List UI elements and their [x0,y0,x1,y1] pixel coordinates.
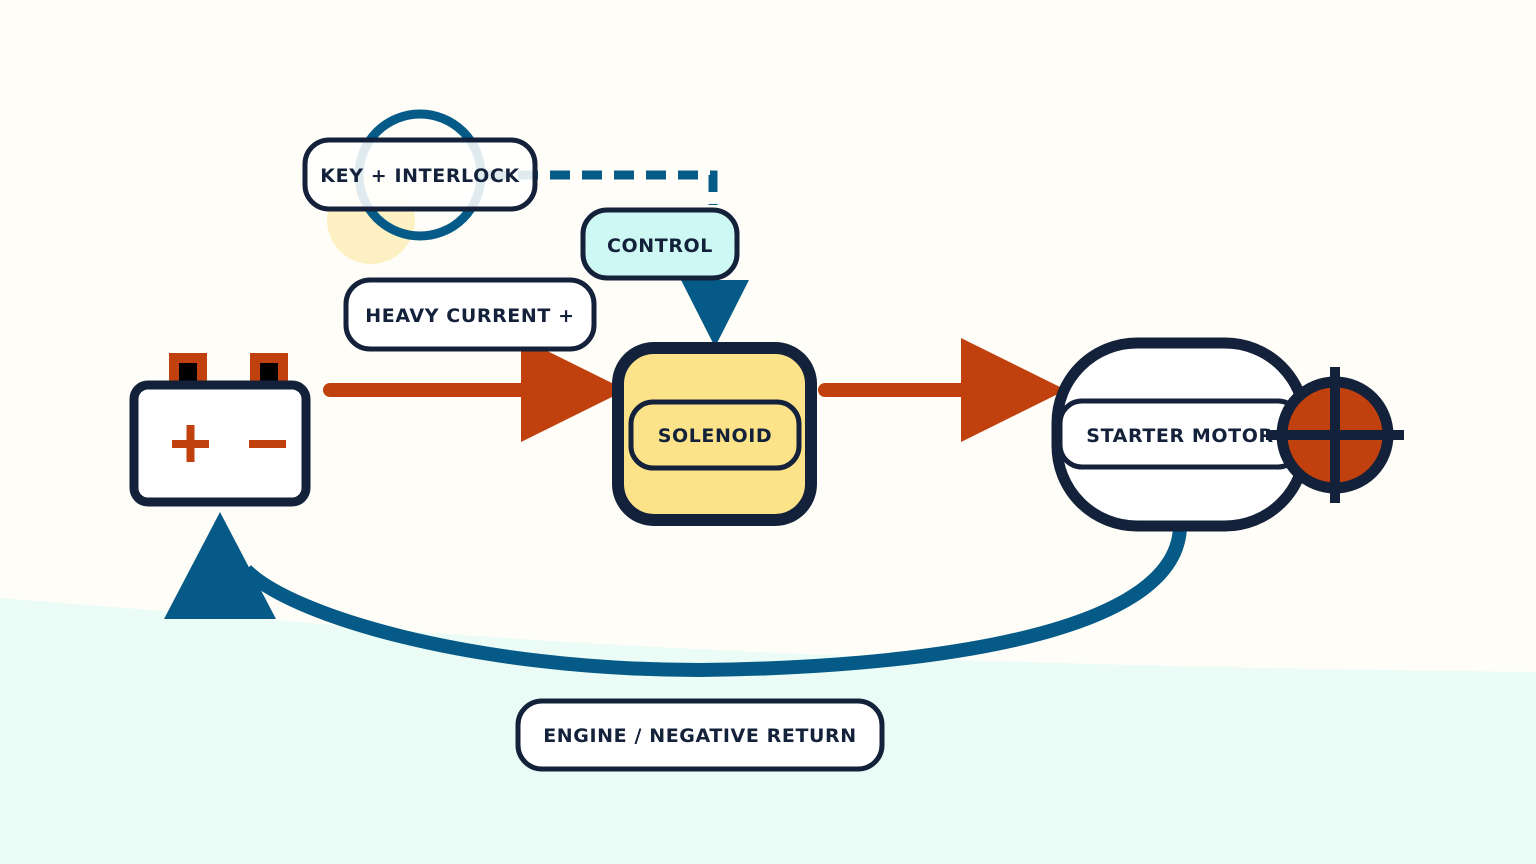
heavy-current-label-box [343,277,597,352]
key-interlock-label: KEY + INTERLOCK [320,165,520,187]
battery-to-solenoid-arrowhead [521,338,626,442]
control-label: CONTROL [607,235,713,257]
control-wire [486,170,718,205]
solenoid-label-box [628,399,802,471]
solenoid-to-starter-arrowhead [961,338,1066,442]
negative-return-label-box [515,698,885,772]
negative-return-arrowhead [164,512,276,619]
starter-motor-label: STARTER MOTOR [1086,425,1273,447]
negative-return-wire [241,524,1187,678]
control-label-box [580,207,740,281]
starter-gear-icon [1266,367,1404,503]
battery-icon [129,353,311,507]
key-interlock-label-box[interactable] [302,137,538,212]
solenoid-label: SOLENOID [658,425,773,447]
negative-return-label: ENGINE / NEGATIVE RETURN [543,725,857,747]
control-arrowhead [681,280,749,347]
battery-minus-symbol [249,440,286,448]
heavy-current-label: HEAVY CURRENT + [365,305,574,327]
